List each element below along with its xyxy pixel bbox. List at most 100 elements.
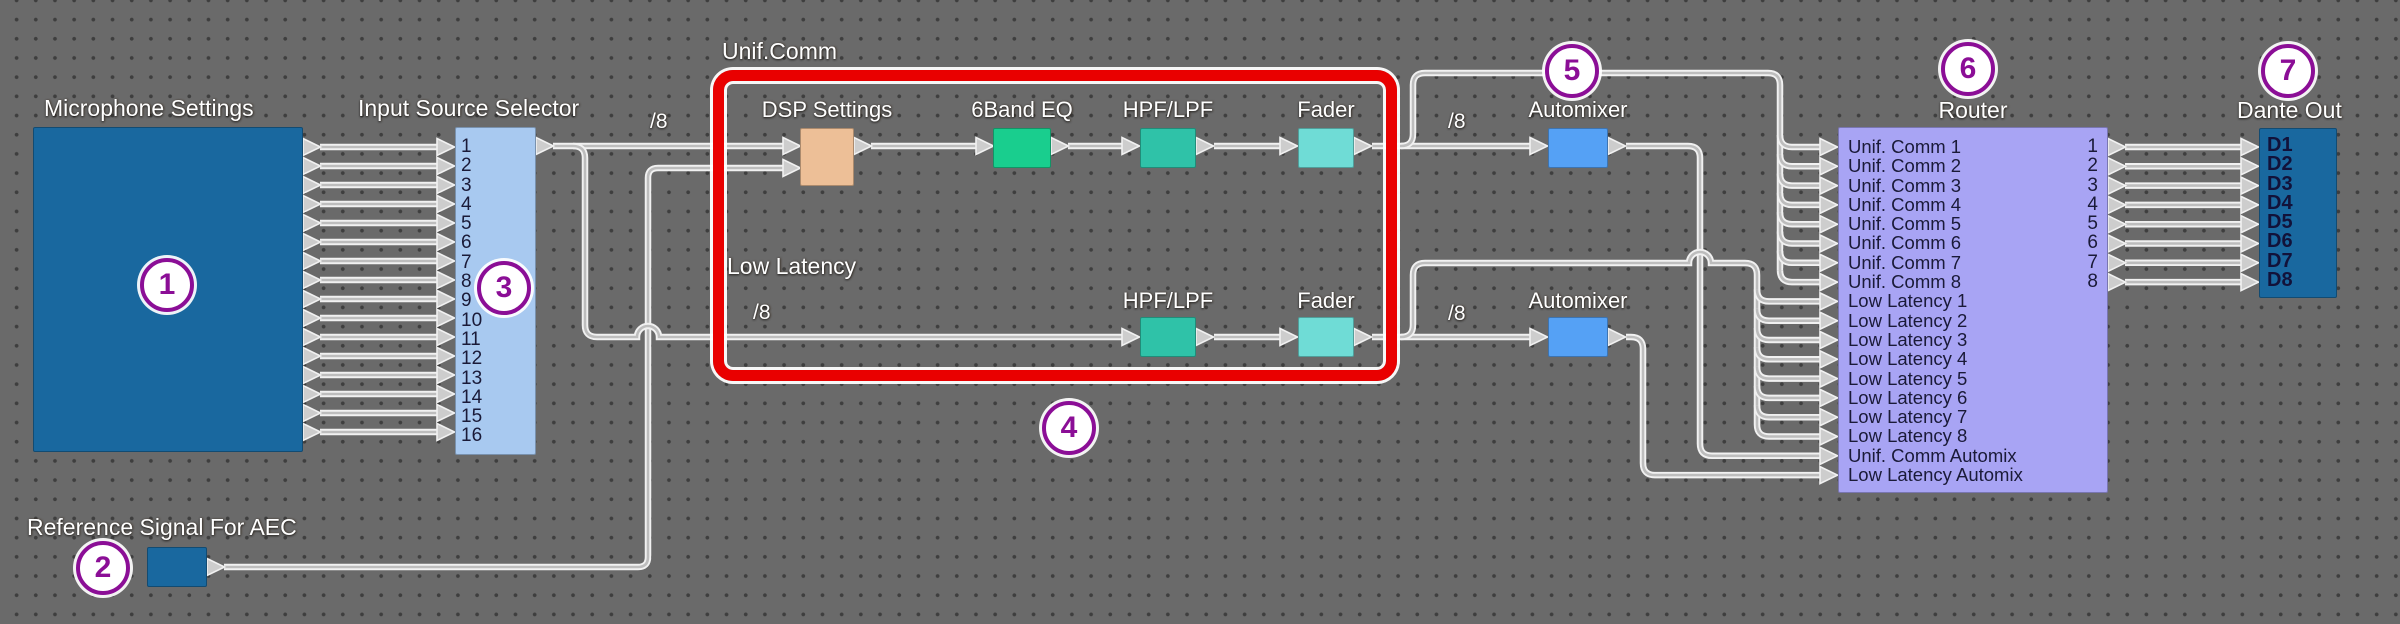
port-row-label: 4	[461, 193, 472, 215]
signal-wire	[1753, 347, 1820, 363]
mic-out-port-arrow-icon	[302, 232, 323, 252]
port-row-label: D1	[2267, 134, 2293, 156]
mic-out-port-arrow-icon	[302, 365, 323, 385]
badge-6: 6	[1941, 42, 1995, 96]
port-row-label: 14	[461, 386, 483, 408]
router-out-port-arrow-icon	[2107, 233, 2128, 254]
router-block[interactable]	[1838, 127, 2108, 493]
hpf-in-port-arrow-icon	[1121, 327, 1142, 347]
port-row-label: 6	[461, 232, 472, 254]
badge-2: 2	[76, 541, 130, 595]
fader-lowlatency-block[interactable]	[1298, 317, 1354, 357]
automixer-top-block[interactable]	[1548, 128, 1608, 168]
port-row-label: 5	[461, 213, 472, 235]
dante-out-block[interactable]	[2259, 128, 2337, 298]
selector-in-port-arrow-icon	[436, 232, 457, 252]
signal-wire	[1755, 289, 1820, 303]
mic-out-port-arrow-icon	[302, 156, 323, 176]
signal-wire	[1755, 308, 1820, 322]
port-row-label: Low Latency 3	[1848, 328, 1968, 350]
mic-out-port-arrow-icon	[302, 346, 323, 366]
port-row-label: Unif. Comm 3	[1848, 174, 1962, 196]
router-in-port-arrow-icon	[1819, 214, 1840, 234]
dante-in-port-arrow-icon	[2240, 137, 2261, 157]
mic-out-port-arrow-icon	[302, 422, 323, 442]
automixer-bottom-label: Automixer	[1528, 288, 1628, 313]
port-row-label: 8	[461, 271, 472, 293]
reference-signal-aec-block[interactable]	[147, 547, 207, 587]
fader-unif-label: Fader	[1297, 97, 1355, 122]
unif-comm-group-label: Unif.Comm	[722, 38, 838, 64]
mic-out-port-arrow-icon	[302, 137, 323, 157]
port-row-label: 4	[2087, 193, 2098, 215]
signal-wire	[1755, 327, 1820, 342]
router-in-port-arrow-icon	[1819, 465, 1840, 485]
selector-in-port-arrow-icon	[436, 137, 457, 157]
signal-wire	[1755, 347, 1820, 361]
port-row-label: 6	[2087, 232, 2098, 254]
port-row-label: Low Latency 4	[1848, 348, 1968, 370]
hpf-lpf-lowlatency-block[interactable]	[1140, 317, 1196, 357]
selector-in-port-arrow-icon	[436, 156, 457, 176]
signal-wire	[1753, 405, 1820, 421]
dsp-settings-label: DSP Settings	[761, 97, 893, 122]
port-row-label: Low Latency Automix	[1848, 464, 2023, 486]
eq-in-port-arrow-icon	[975, 136, 996, 156]
mic-out-port-arrow-icon	[302, 213, 323, 233]
port-row-label: 16	[461, 425, 483, 447]
mic-settings-title: Microphone Settings	[44, 95, 254, 121]
selector-in-port-arrow-icon	[436, 327, 457, 347]
signal-wire	[1778, 250, 1820, 265]
router-in-port-arrow-icon	[1819, 388, 1840, 408]
port-row-label: D3	[2267, 172, 2293, 195]
signal-wire	[1778, 231, 1820, 245]
signal-wire	[1753, 308, 1820, 324]
bus8-label-automixer-top: /8	[1448, 110, 1466, 133]
automixer-bottom-block[interactable]	[1548, 317, 1608, 357]
badge-1: 1	[140, 258, 194, 312]
router-title: Router	[1938, 97, 2008, 123]
port-row-label: 1	[2087, 136, 2098, 157]
mic-out-port-arrow-icon	[302, 327, 323, 347]
selector-in-port-arrow-icon	[436, 289, 457, 309]
fader-unif-block[interactable]	[1298, 128, 1354, 168]
badge-5: 5	[1545, 44, 1599, 98]
port-row-label: Unif. Comm 1	[1848, 136, 1962, 157]
port-row-label: 11	[461, 328, 481, 350]
hpf-lpf-unif-block[interactable]	[1140, 128, 1196, 168]
port-row-label: D6	[2267, 230, 2293, 253]
bus8-label-automixer-bottom: /8	[1448, 302, 1466, 325]
router-in-port-arrow-icon	[1819, 195, 1840, 215]
fader-in-port-arrow-icon	[1279, 327, 1300, 347]
router-out-port-arrow-icon	[2107, 175, 2128, 196]
port-row-label: Low Latency 2	[1848, 309, 1968, 331]
router-out-port-arrow-icon	[2107, 272, 2128, 292]
selector-in-port-arrow-icon	[436, 422, 457, 442]
port-row-label: D8	[2267, 269, 2293, 292]
mic-out-port-arrow-icon	[302, 384, 323, 404]
signal-wire	[224, 166, 783, 569]
signal-wire	[1778, 192, 1820, 207]
port-row-label: 8	[2087, 271, 2098, 293]
port-row-label: D7	[2267, 249, 2293, 272]
signal-wire	[1778, 212, 1820, 226]
fader-in-port-arrow-icon	[1279, 136, 1300, 156]
port-row-label: 3	[2087, 174, 2098, 196]
dante-in-port-arrow-icon	[2240, 214, 2261, 234]
dante-in-port-arrow-icon	[2240, 175, 2261, 196]
port-row-label: D4	[2267, 191, 2293, 214]
6band-eq-block[interactable]	[993, 128, 1051, 168]
dante-in-port-arrow-icon	[2240, 195, 2261, 215]
port-row-label: Unif. Comm 5	[1848, 213, 1962, 235]
router-in-port-arrow-icon	[1819, 156, 1840, 177]
router-in-port-arrow-icon	[1819, 137, 1840, 157]
port-row-label: 2	[461, 155, 472, 177]
hpf-in-port-arrow-icon	[1121, 136, 1142, 156]
router-in-port-arrow-icon	[1819, 407, 1840, 427]
dante-in-port-arrow-icon	[2240, 272, 2261, 292]
dsp-settings-block[interactable]	[800, 128, 854, 186]
